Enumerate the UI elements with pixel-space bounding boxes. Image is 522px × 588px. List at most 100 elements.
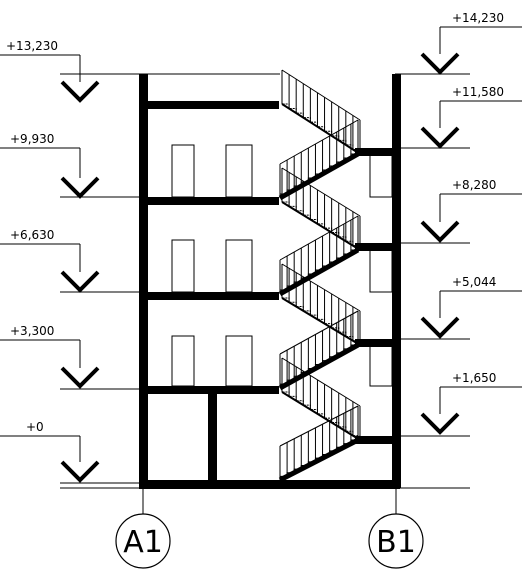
stair-step	[331, 135, 340, 141]
stair-step	[286, 472, 295, 477]
axis-label: B1	[376, 525, 416, 560]
stair-step	[314, 457, 323, 462]
stair-step	[317, 126, 326, 132]
stair-step	[345, 240, 354, 246]
stair-step	[343, 348, 351, 353]
level-marker-left-6630: +6,630	[0, 228, 145, 293]
axis-marker-a1: A1	[115, 488, 171, 569]
stair-stringer	[281, 103, 361, 155]
stair-step	[310, 121, 318, 127]
stair-step	[352, 435, 361, 440]
stair-step	[352, 340, 361, 345]
stair-stringer	[278, 151, 360, 201]
level-label: +8,280	[452, 178, 496, 192]
landing	[355, 339, 400, 347]
wall-right	[392, 74, 401, 488]
stair-flights	[278, 69, 361, 483]
stair-stringer	[281, 297, 361, 346]
stair-step	[289, 205, 297, 211]
stair-step	[329, 165, 337, 170]
stair-step	[314, 269, 323, 274]
stair-step	[336, 446, 344, 451]
level-marker-right-5044: +5,044	[395, 275, 522, 340]
level-label: +14,230	[452, 11, 504, 25]
stair-step	[352, 148, 361, 154]
stair-step	[303, 404, 311, 410]
stair-step	[296, 306, 304, 311]
stair-step	[293, 468, 302, 473]
stair-step	[296, 112, 304, 118]
stair-step	[331, 327, 340, 333]
inner-column	[208, 390, 217, 486]
level-label: +3,300	[10, 324, 54, 338]
stair-step	[286, 189, 295, 194]
stair-step	[331, 232, 340, 237]
stair-step	[310, 408, 318, 414]
stair-step	[314, 364, 323, 369]
stair-stringer	[278, 437, 360, 483]
handrail	[279, 310, 359, 355]
stair-step	[324, 323, 333, 328]
stair-step	[343, 443, 351, 448]
level-marker-right-1650: +1,650	[395, 371, 522, 437]
floor-slab	[139, 197, 279, 205]
handrail	[279, 405, 359, 447]
level-marker-left-9930: +9,930	[0, 132, 145, 199]
stair-step	[307, 273, 316, 278]
stair-step	[338, 426, 347, 432]
level-label: +1,650	[452, 371, 496, 385]
stair-step	[343, 253, 351, 258]
stair-step	[322, 169, 330, 174]
stair-step	[293, 375, 302, 381]
stair-step	[279, 475, 288, 480]
stair-step	[345, 430, 354, 436]
level-label: +9,930	[10, 132, 54, 146]
level-marker-left-3300: +3,300	[0, 324, 145, 390]
level-label: +5,044	[452, 275, 496, 289]
handrail	[281, 357, 361, 407]
stair-stringer	[278, 342, 360, 391]
stair-stringer	[281, 391, 361, 441]
stair-step	[310, 218, 318, 224]
stair-step	[324, 130, 333, 136]
axis-label: A1	[123, 525, 163, 560]
stair-step	[300, 181, 309, 186]
stair-stringer	[281, 201, 361, 251]
stair-step	[350, 249, 358, 254]
floor-slab	[139, 386, 279, 394]
stair-stringer	[278, 247, 360, 297]
ground-slab	[139, 480, 400, 489]
stair-step	[324, 417, 333, 423]
stair-step	[329, 261, 337, 266]
stair-step	[307, 177, 316, 182]
stair-step	[300, 277, 309, 282]
handrail	[281, 69, 361, 121]
stair-step	[289, 301, 297, 307]
stair-step	[303, 117, 311, 123]
stair-step	[338, 139, 347, 145]
handrail	[279, 215, 359, 261]
stair-step	[345, 335, 354, 341]
stair-step	[300, 371, 309, 377]
floor-slab	[139, 292, 279, 300]
stair-step	[329, 356, 337, 361]
stair-step	[324, 227, 333, 233]
stair-step	[338, 331, 347, 337]
stair-step	[293, 185, 302, 190]
stair-step	[317, 318, 326, 324]
stair-step	[350, 344, 358, 349]
stair-step	[307, 367, 316, 373]
axis-marker-b1: B1	[368, 488, 424, 569]
stair-step	[282, 391, 290, 397]
stair-step	[310, 314, 318, 320]
stair-step	[322, 360, 330, 365]
level-marker-right-11580: +11,580	[395, 85, 522, 149]
stair-step	[300, 464, 309, 470]
stair-step	[338, 236, 347, 242]
level-marker-left-0: +0	[0, 420, 145, 484]
stair-step	[279, 383, 288, 388]
stair-step	[331, 422, 340, 427]
stair-step	[329, 450, 337, 455]
stair-step	[282, 103, 290, 109]
